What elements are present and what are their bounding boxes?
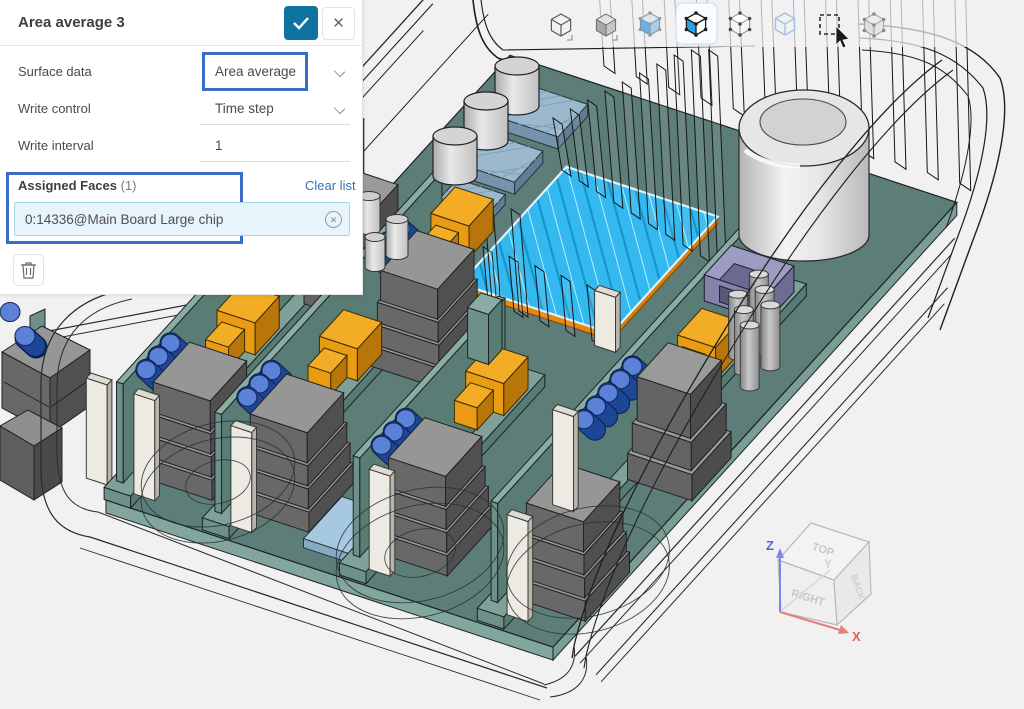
svg-text:Z: Z	[766, 538, 774, 553]
svg-text:X: X	[852, 629, 861, 644]
svg-text:Y: Y	[824, 557, 832, 571]
